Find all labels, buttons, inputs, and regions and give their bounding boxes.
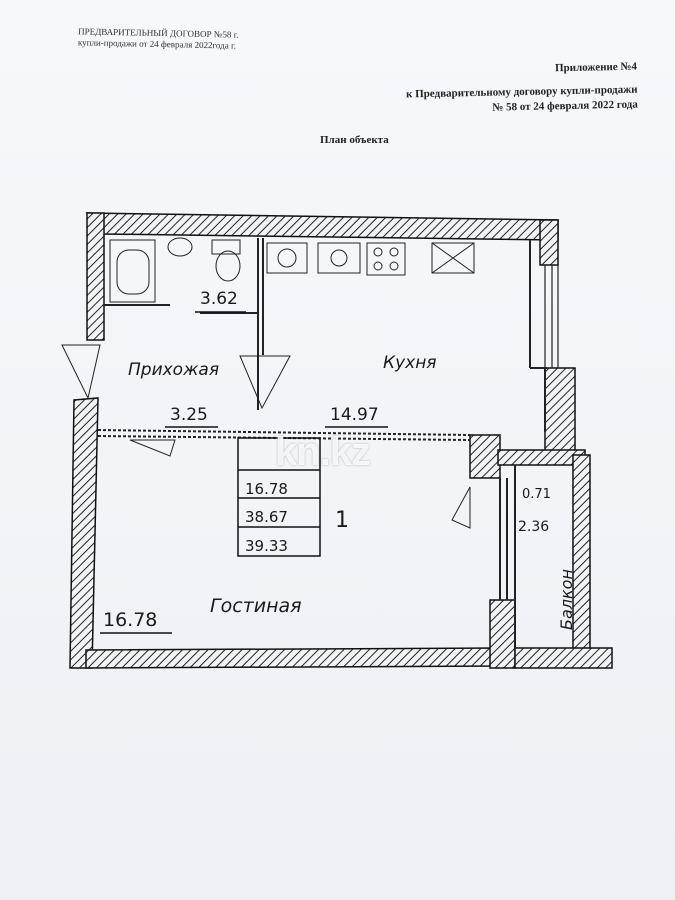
- hall-name: Прихожая: [128, 360, 219, 380]
- watermark: kn.kz: [275, 430, 371, 474]
- inner-walls: [97, 238, 547, 648]
- entry-door: [61, 344, 471, 529]
- kitchen-name: Кухня: [383, 353, 437, 373]
- living-name: Гостиная: [210, 595, 302, 617]
- kitchen-area: 14.97: [330, 405, 379, 425]
- area-underlines: [100, 311, 388, 634]
- apartment-number: 1: [335, 508, 349, 533]
- kitchen-fixtures: [266, 242, 475, 276]
- balcony-area-2: 2.36: [518, 519, 549, 535]
- balcony-name: Балкон: [557, 569, 576, 630]
- summary-total: 38.67: [245, 508, 288, 526]
- balcony-area-1: 0.71: [522, 487, 551, 502]
- bathroom-fixtures: [109, 237, 241, 303]
- window-kitchen: [544, 265, 559, 368]
- hall-area: 3.25: [170, 405, 208, 425]
- summary-total-balcony: 39.33: [245, 537, 288, 555]
- summary-living: 16.78: [245, 480, 288, 498]
- living-area: 16.78: [103, 609, 157, 631]
- bath-area: 3.62: [200, 289, 238, 309]
- plan-title: План объекта: [320, 134, 389, 146]
- area-summary-box: [237, 437, 321, 557]
